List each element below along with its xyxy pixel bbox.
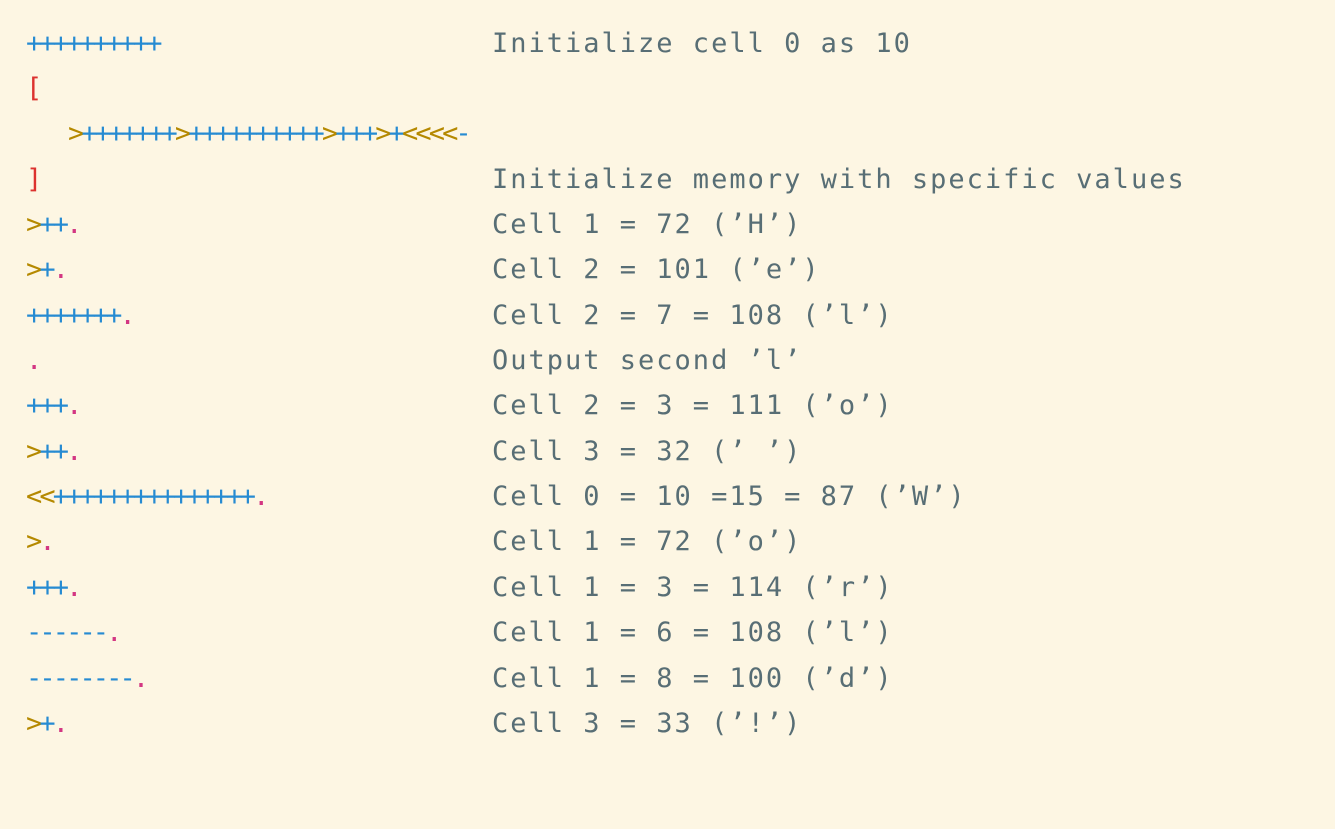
brainfuck-code: +++. [26,390,82,421]
code-line: +++. Cell 1 = 3 = 114 (’r’) [0,573,1335,603]
code-line: >. Cell 1 = 72 (’o’) [0,527,1335,557]
code-line: >+. Cell 2 = 101 (’e’) [0,255,1335,285]
code-comment: Cell 1 = 72 (’H’) [492,209,803,240]
brainfuck-code: >. [26,526,56,557]
code-line: >++. Cell 1 = 72 (’H’) [0,210,1335,240]
code-line: ] Initialize memory with specific values [0,165,1335,195]
code-comment: Cell 1 = 72 (’o’) [492,526,803,557]
code-comment: Cell 2 = 3 = 111 (’o’) [492,390,894,421]
code-comment: Output second ’l’ [492,345,803,376]
brainfuck-code: --------. [26,663,149,694]
code-line: +++. Cell 2 = 3 = 111 (’o’) [0,391,1335,421]
brainfuck-code: >+. [26,254,69,285]
code-line: ------. Cell 1 = 6 = 108 (’l’) [0,618,1335,648]
code-comment: Initialize cell 0 as 10 [492,28,912,59]
code-comment: Cell 2 = 101 (’e’) [492,254,821,285]
brainfuck-code: +++. [26,572,82,603]
code-comment: Cell 1 = 8 = 100 (’d’) [492,663,894,694]
brainfuck-code: ------. [26,617,122,648]
brainfuck-code: >+. [26,708,69,739]
code-comment: Cell 1 = 6 = 108 (’l’) [492,617,894,648]
code-line: >+++++++>++++++++++>+++>+<<<<- [0,119,1335,149]
code-comment: Cell 1 = 3 = 114 (’r’) [492,572,894,603]
brainfuck-code: +++++++. [26,300,136,331]
code-comment: Cell 0 = 10 =15 = 87 (’W’) [492,481,967,512]
brainfuck-code: <<+++++++++++++++. [26,481,269,512]
brainfuck-code: . [26,345,42,376]
brainfuck-code: [ [26,73,42,104]
brainfuck-code: >++. [26,209,82,240]
code-line: >+. Cell 3 = 33 (’!’) [0,709,1335,739]
code-line: . Output second ’l’ [0,346,1335,376]
code-comment: Initialize memory with specific values [492,164,1186,195]
code-line: >++. Cell 3 = 32 (’ ’) [0,437,1335,467]
code-listing: ++++++++++ Initialize cell 0 as 10 [ >++… [0,29,1335,739]
code-line: --------. Cell 1 = 8 = 100 (’d’) [0,664,1335,694]
brainfuck-code: ] [26,164,42,195]
code-comment: Cell 3 = 32 (’ ’) [492,436,803,467]
code-comment: Cell 3 = 33 (’!’) [492,708,803,739]
code-line: ++++++++++ Initialize cell 0 as 10 [0,29,1335,59]
brainfuck-code: ++++++++++ [26,28,163,59]
code-line: +++++++. Cell 2 = 7 = 108 (’l’) [0,301,1335,331]
code-comment: Cell 2 = 7 = 108 (’l’) [492,300,894,331]
code-line: [ [0,74,1335,104]
code-line: <<+++++++++++++++. Cell 0 = 10 =15 = 87 … [0,482,1335,512]
brainfuck-code: >++. [26,436,82,467]
brainfuck-code: >+++++++>++++++++++>+++>+<<<<- [68,118,472,149]
